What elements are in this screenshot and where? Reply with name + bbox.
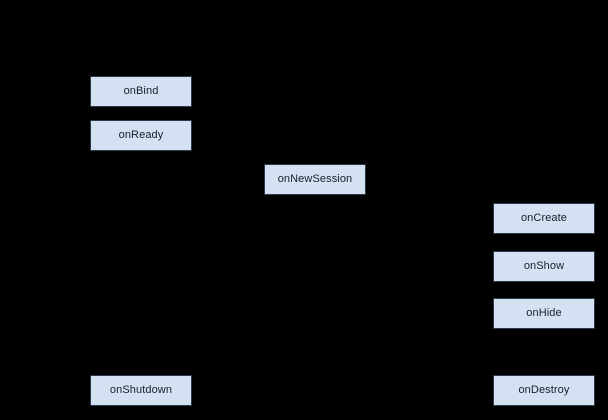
- diagram-node-label: onHide: [526, 307, 562, 319]
- diagram-node-label: onBind: [123, 85, 159, 97]
- diagram-node-on-create[interactable]: onCreate: [493, 203, 595, 234]
- diagram-node-label: onDestroy: [518, 384, 570, 396]
- diagram-node-label: onShow: [523, 260, 565, 272]
- diagram-node-on-new-session[interactable]: onNewSession: [264, 164, 366, 195]
- diagram-node-label: onShutdown: [109, 384, 173, 396]
- diagram-node-on-destroy[interactable]: onDestroy: [493, 375, 595, 406]
- diagram-node-on-bind[interactable]: onBind: [90, 76, 192, 107]
- diagram-node-label: onCreate: [520, 212, 568, 224]
- diagram-node-label: onReady: [118, 129, 164, 141]
- diagram-node-on-ready[interactable]: onReady: [90, 120, 192, 151]
- diagram-node-label: onNewSession: [277, 173, 353, 185]
- diagram-node-on-shutdown[interactable]: onShutdown: [90, 375, 192, 406]
- diagram-node-on-hide[interactable]: onHide: [493, 298, 595, 329]
- diagram-node-on-show[interactable]: onShow: [493, 251, 595, 282]
